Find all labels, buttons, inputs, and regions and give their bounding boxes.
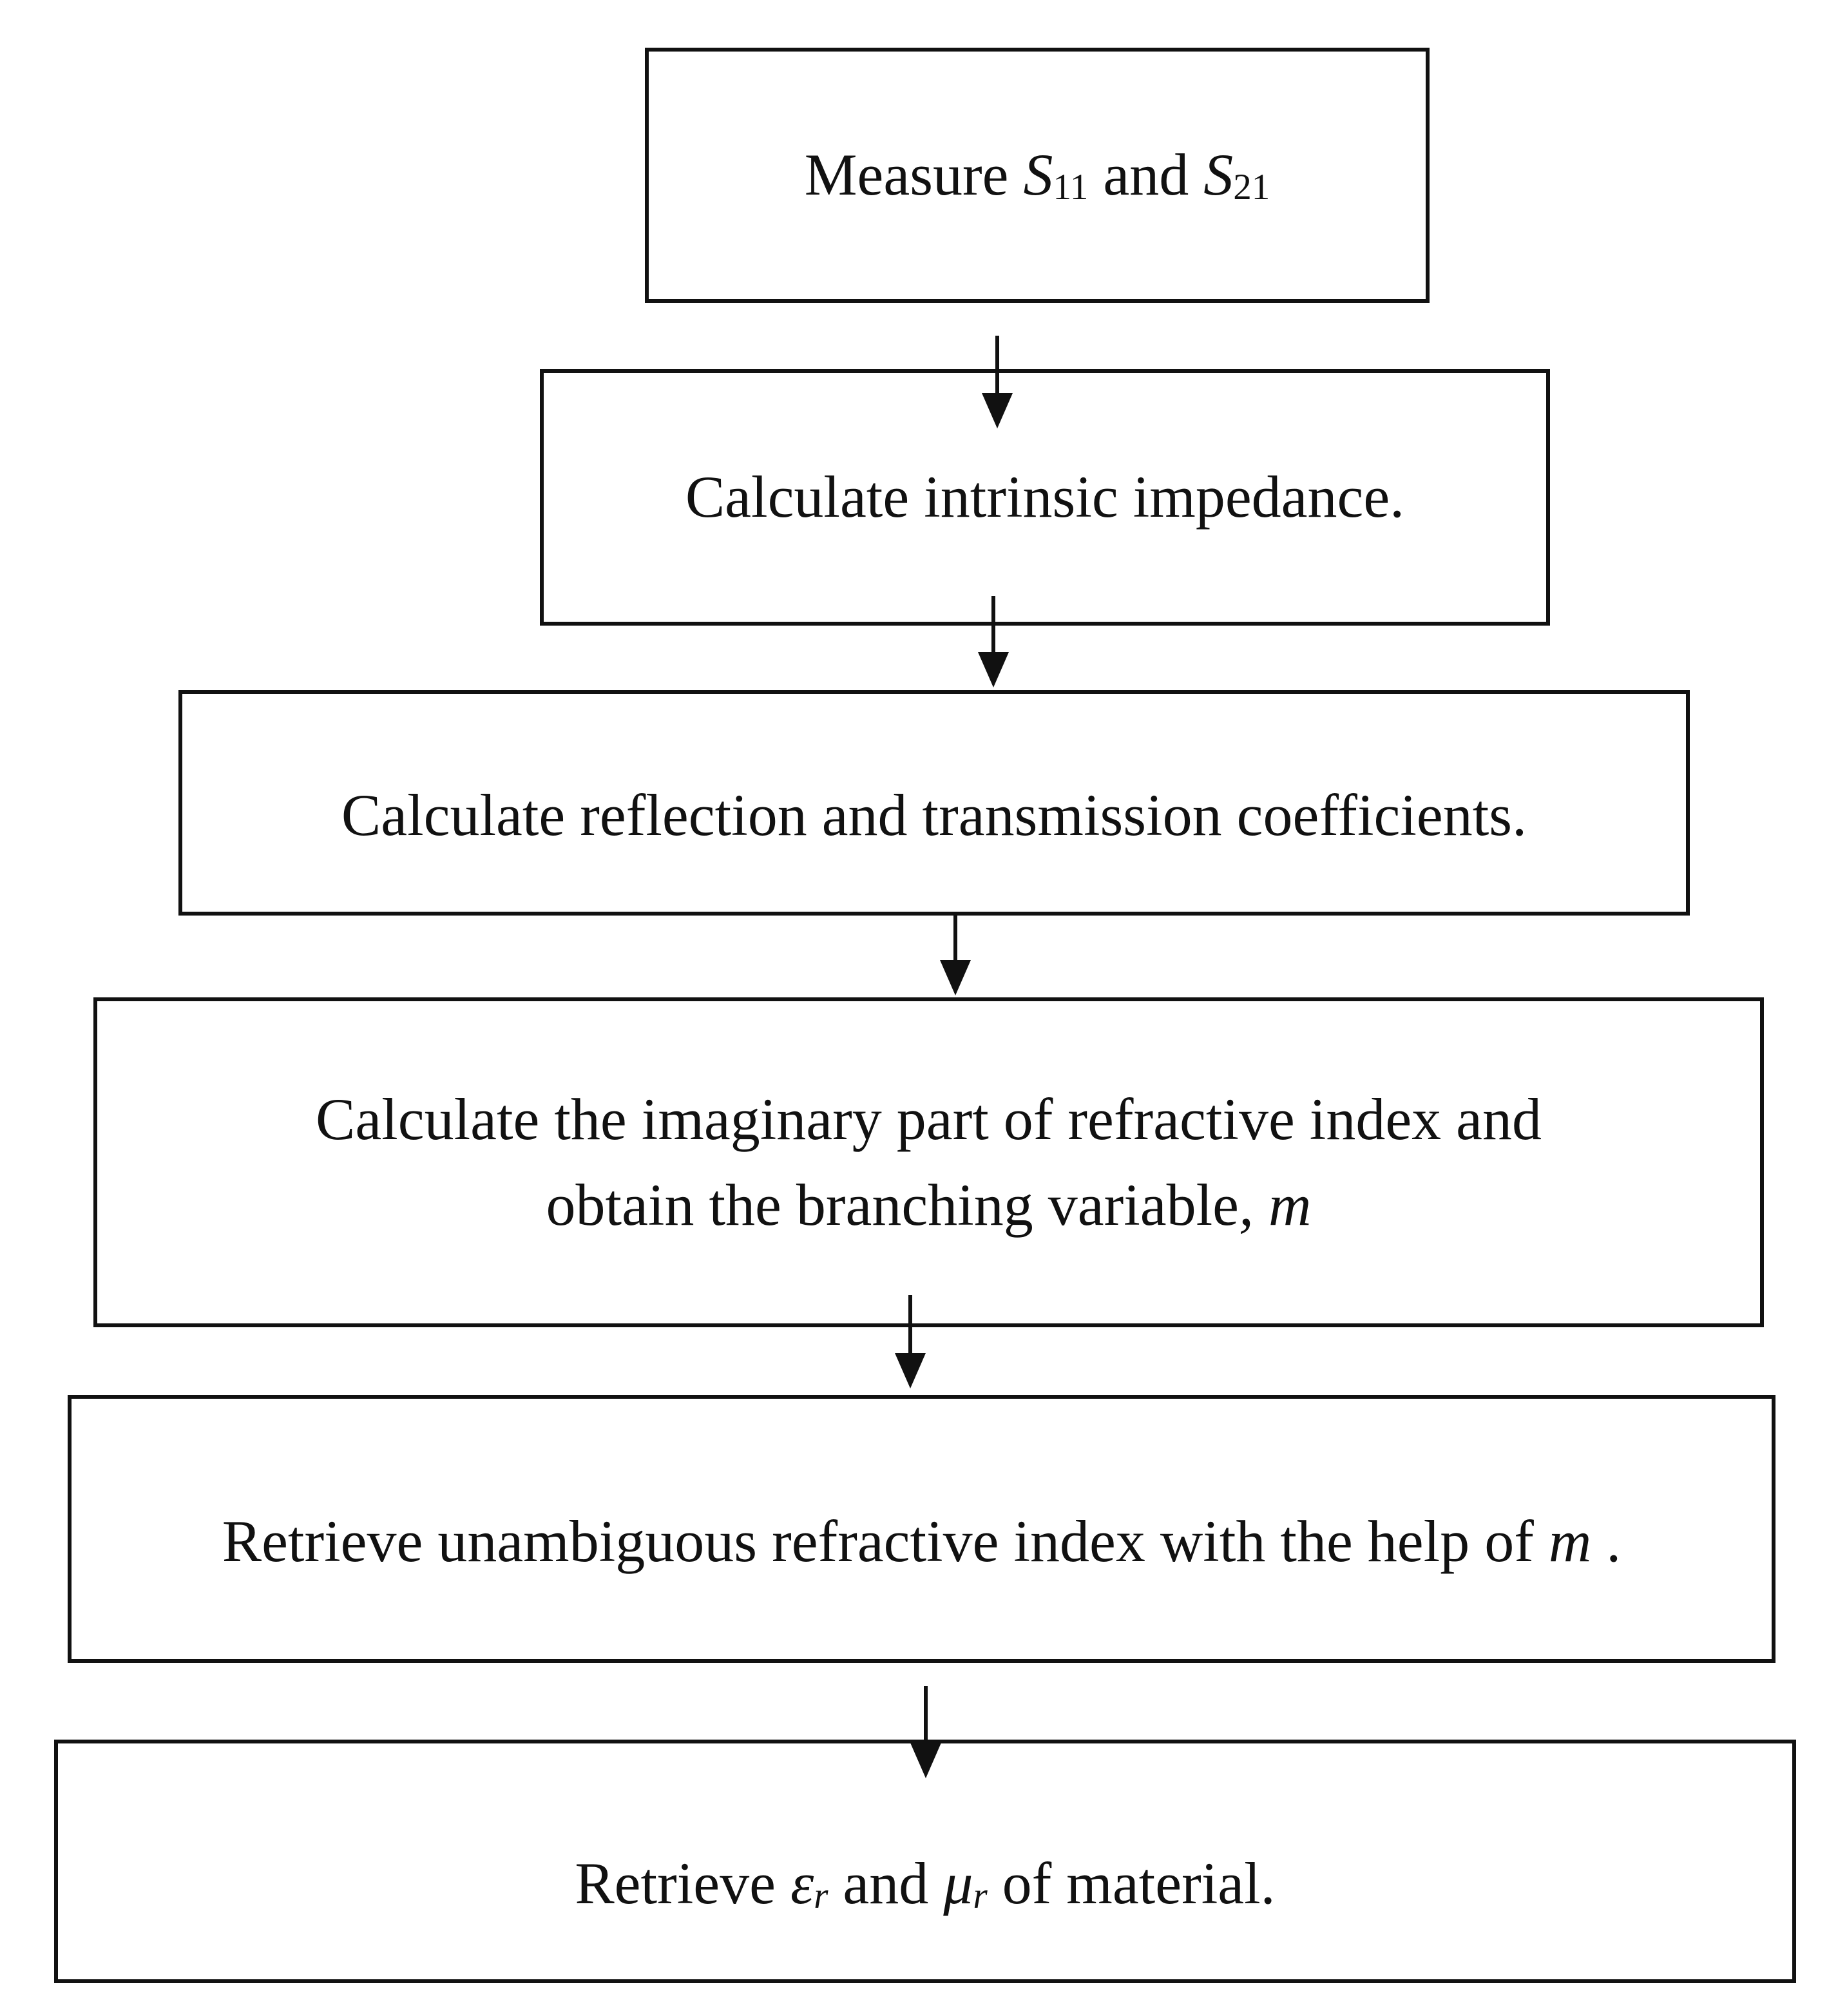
- symbol-mu: μ: [943, 1850, 973, 1917]
- step-text: Calculate intrinsic impedance.: [685, 464, 1405, 530]
- text-part: and: [828, 1850, 944, 1917]
- arrow-2-3: [978, 596, 1009, 687]
- step-measure-s-parameters: Measure S11 and S21: [645, 48, 1430, 303]
- step-reflection-transmission: Calculate reflection and transmission co…: [178, 690, 1690, 916]
- text-part: Measure: [804, 142, 1024, 208]
- symbol-s: S: [1203, 142, 1234, 208]
- subscript: 11: [1053, 167, 1089, 208]
- arrow-4-5: [895, 1295, 926, 1388]
- text-line-2: obtain the branching variable: [546, 1172, 1239, 1238]
- subscript: r: [973, 1876, 988, 1917]
- step-text: Calculate the imaginary part of refracti…: [316, 1077, 1542, 1249]
- step-text: Measure S11 and S21: [805, 132, 1270, 218]
- symbol-m: , m: [1239, 1172, 1312, 1238]
- step-retrieve-permittivity-permeability: Retrieve εr and μr of material.: [54, 1740, 1796, 1983]
- step-intrinsic-impedance: Calculate intrinsic impedance.: [540, 369, 1550, 626]
- step-unambiguous-refractive-index: Retrieve unambiguous refractive index wi…: [68, 1395, 1775, 1663]
- text-line-1: Calculate the imaginary part of refracti…: [315, 1086, 1542, 1152]
- symbol-m: m: [1548, 1508, 1592, 1575]
- symbol-s: S: [1023, 142, 1053, 208]
- text-part: .: [1591, 1508, 1622, 1575]
- text-part: and: [1088, 142, 1204, 208]
- text-part: of material.: [987, 1850, 1276, 1917]
- text-part: Retrieve: [575, 1850, 790, 1917]
- subscript: r: [814, 1876, 828, 1917]
- step-text: Calculate reflection and transmission co…: [341, 782, 1527, 849]
- step-text: Retrieve εr and μr of material.: [575, 1841, 1275, 1926]
- subscript: 21: [1233, 167, 1270, 208]
- step-imaginary-refractive-index: Calculate the imaginary part of refracti…: [93, 997, 1764, 1327]
- symbol-epsilon: ε: [790, 1850, 814, 1917]
- arrow-3-4: [940, 916, 971, 995]
- step-text: Retrieve unambiguous refractive index wi…: [222, 1499, 1622, 1584]
- text-part: Retrieve unambiguous refractive index wi…: [222, 1508, 1549, 1575]
